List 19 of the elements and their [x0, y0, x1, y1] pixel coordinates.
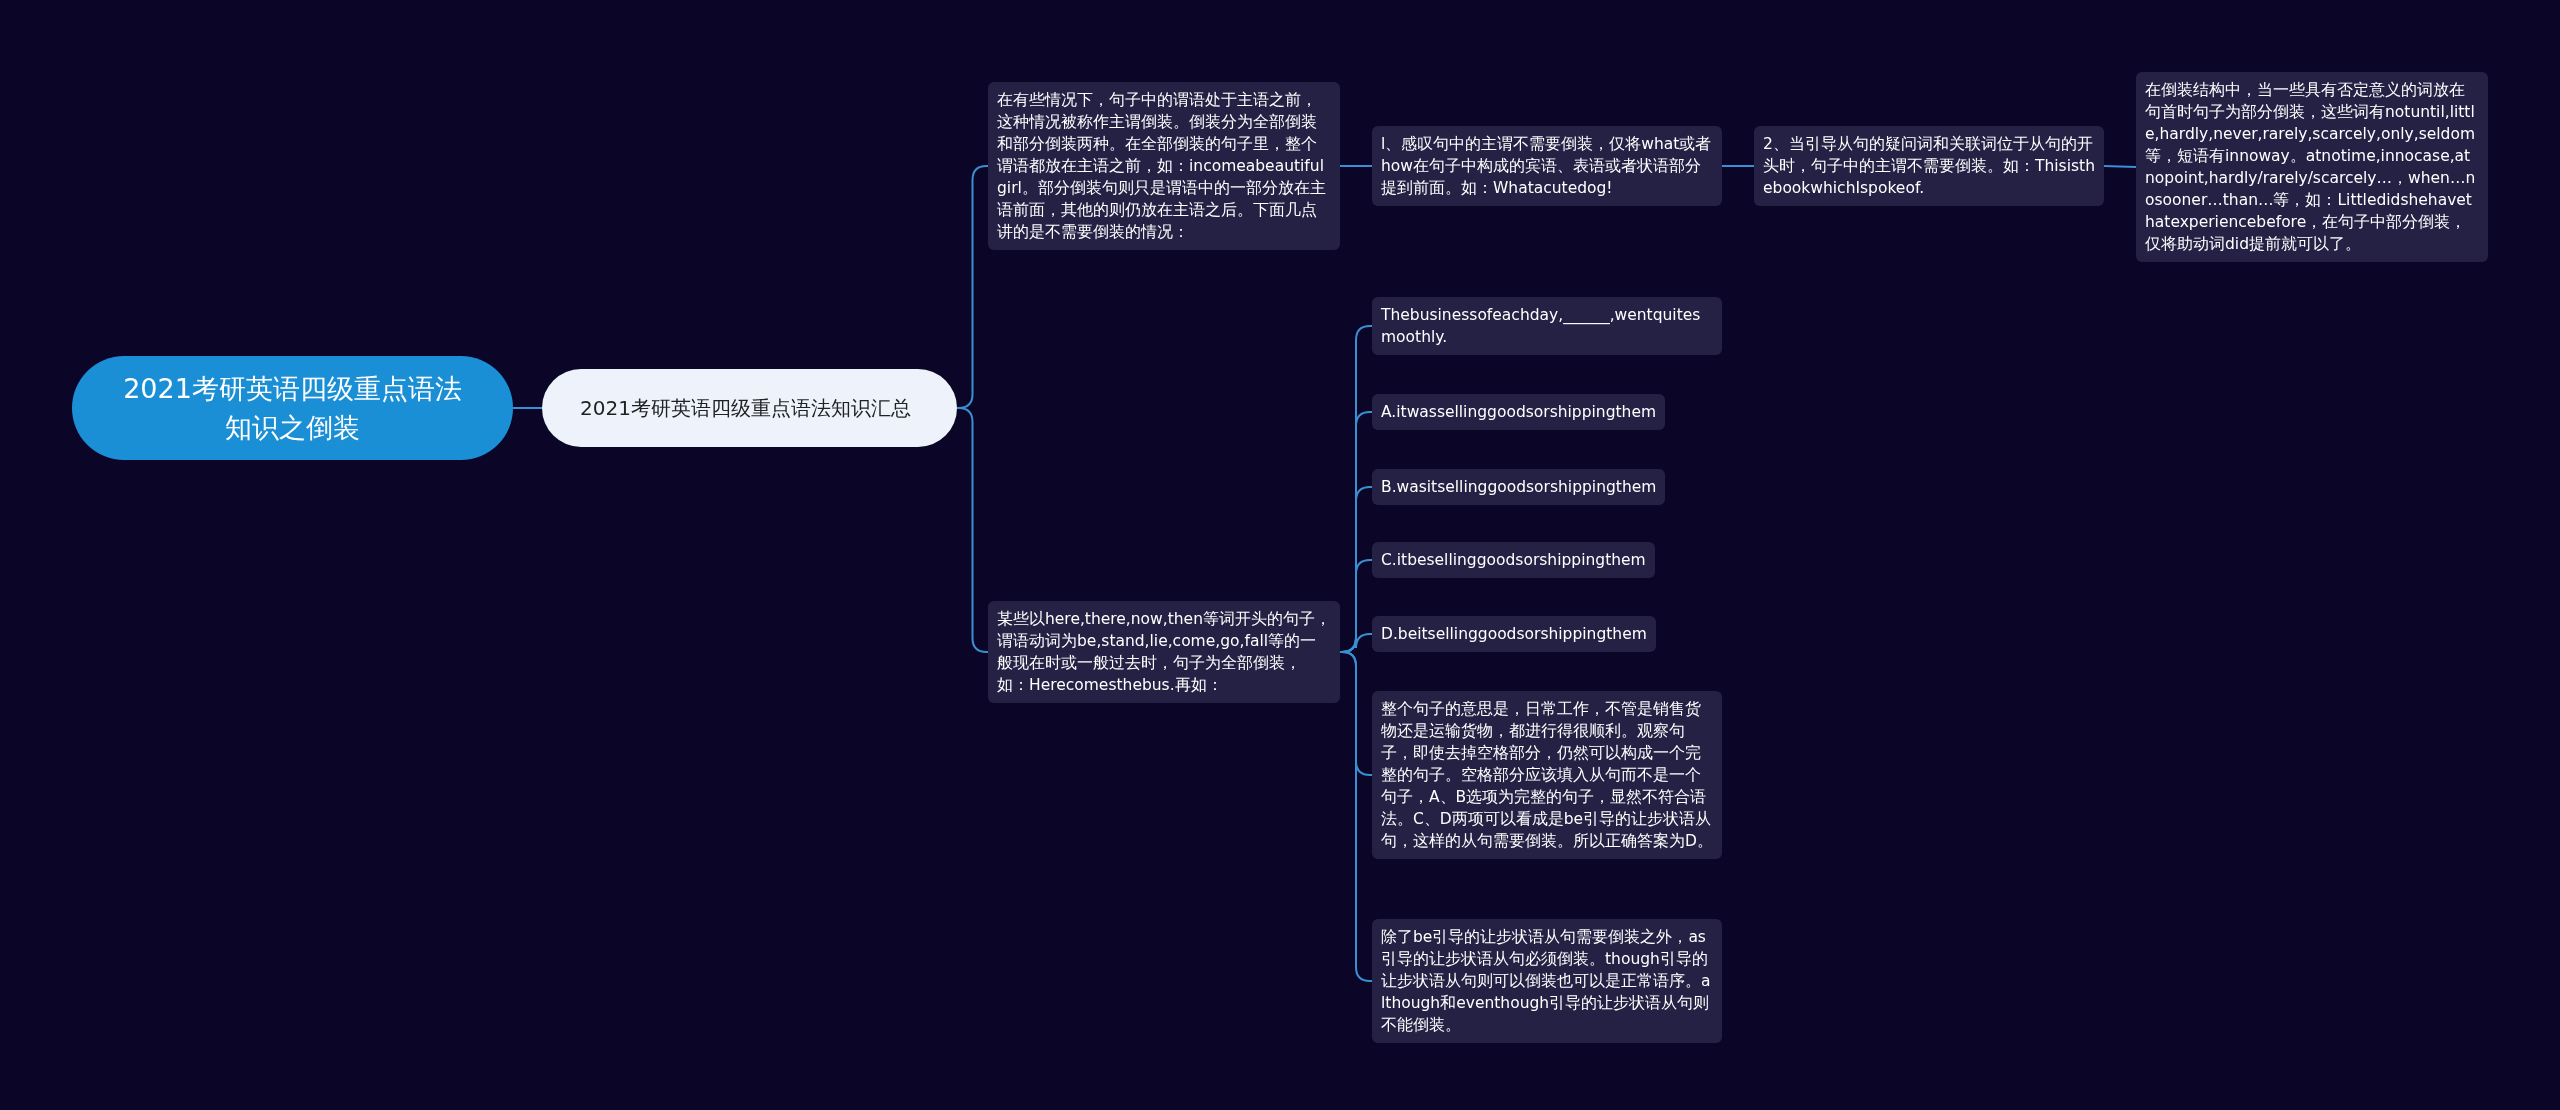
topic-card: 2、当引导从句的疑问词和关联词位于从句的开头时，句子中的主谓不需要倒装。如：ThisisthebookwhichIspokeof. [1754, 126, 2104, 206]
connector-line [1721, 165, 1755, 167]
topic-card: D.beitsellinggoodsorshippingthem [1372, 616, 1656, 652]
connector-line [2103, 165, 2137, 168]
connector-line [512, 407, 543, 409]
root-topic: 2021考研英语四级重点语法知识之倒装 [72, 356, 513, 460]
topic-card: 除了be引导的让步状语从句需要倒装之外，as引导的让步状语从句必须倒装。though引导的让步状语从句则可以倒装也可以是正常语序。although和eventhough引导的让步状语从句则不能倒装。 [1372, 919, 1722, 1043]
topic-card: 某些以here,there,now,then等词开头的句子，谓语动词为be,stand,lie,come,go,fall等的一般现在时或一般过去时，句子为全部倒装，如：Herecomesthebus.再如： [988, 601, 1340, 703]
topic-card: 在倒装结构中，当一些具有否定意义的词放在句首时句子为部分倒装，这些词有notuntil,little,hardly,never,rarely,scarcely,only,seldom等，短语有innoway。atnotime,innocase,atnopoint,hardly/rarely/scarcely…，when…nosooner…than…等，如：Littledidshehavethatexperiencebefore，在句子中部分倒装，仅将助动词did提前就可以了。 [2136, 72, 2488, 262]
topic-card: A.itwassellinggoodsorshippingthem [1372, 394, 1666, 430]
topic-card: B.wasitsellinggoodsorshippingthem [1372, 469, 1666, 505]
main-topic: 2021考研英语四级重点语法知识汇总 [542, 369, 957, 447]
topic-card: C.itbesellinggoodsorshippingthem [1372, 542, 1655, 578]
topic-card: 在有些情况下，句子中的谓语处于主语之前，这种情况被称作主谓倒装。倒装分为全部倒装和部分倒装两种。在全部倒装的句子里，整个谓语都放在主语之前，如：incomeabeautifulgirl。部分倒装句则只是谓语中的一部分放在主语前面，其他的则仍放在主语之后。下面几点讲的是不需要倒装的情况： [988, 82, 1340, 250]
connector-line [956, 407, 989, 653]
topic-card: l、感叹句中的主谓不需要倒装，仅将what或者how在句子中构成的宾语、表语或者状语部分提到前面。如：Whatacutedog! [1372, 126, 1722, 206]
topic-card: Thebusinessofeachday,______,wentquitesmoothly. [1372, 297, 1722, 355]
topic-card: 整个句子的意思是，日常工作，不管是销售货物还是运输货物，都进行得很顺利。观察句子，即使去掉空格部分，仍然可以构成一个完整的句子。空格部分应该填入从句而不是一个句子，A、B选项为完整的句子，显然不符合语法。C、D两项可以看成是be引导的让步状语从句，这样的从句需要倒装。所以正确答案为D。 [1372, 691, 1722, 859]
connector-line [1339, 165, 1373, 167]
